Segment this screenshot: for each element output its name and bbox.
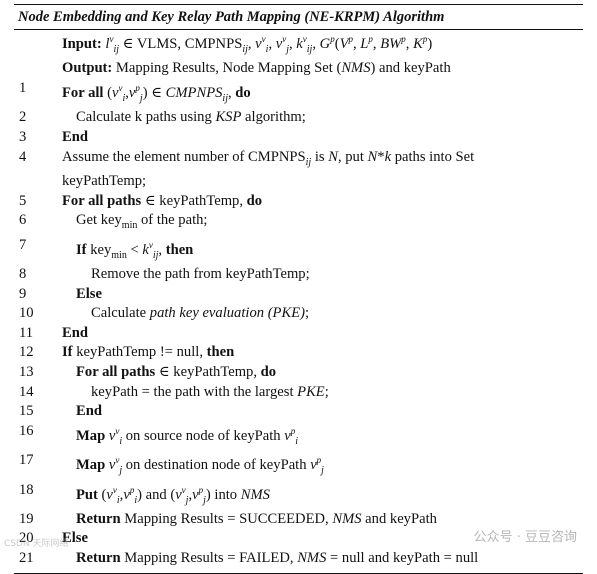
- line-number: 15: [19, 403, 34, 420]
- line-text: Else: [76, 285, 102, 302]
- line-text: Put (vvi,vpi) and (vvj,vpj) into NMS: [76, 484, 270, 506]
- line-text: End: [76, 403, 102, 420]
- algorithm-line-15: 15 End: [14, 402, 583, 422]
- input-text: Input: lvij ∈ VLMS, CMPNPSij, vvi, vvj, …: [62, 34, 433, 55]
- algorithm-line-16: 16 Map vvi on source node of keyPath vpi: [14, 422, 583, 451]
- output-text: Output: Mapping Results, Node Mapping Se…: [62, 60, 451, 77]
- line-text: Map vvi on source node of keyPath vpi: [76, 425, 298, 447]
- algorithm-line-2: 2 Calculate k paths using KSP algorithm;: [14, 108, 583, 128]
- line-number: 16: [19, 422, 34, 439]
- algorithm-line-5: 5 For all paths ∈ keyPathTemp, do: [14, 192, 583, 212]
- line-text: keyPath = the path with the largest PKE;: [91, 383, 329, 400]
- algorithm-line-20: 20 Else: [14, 529, 583, 549]
- algorithm-line-21: 21 Return Mapping Results = FAILED, NMS =…: [14, 549, 583, 569]
- algorithm-block: Node Embedding and Key Relay Path Mappin…: [14, 4, 583, 574]
- line-text: If keymin < kvij, then: [76, 239, 194, 261]
- line-text: End: [62, 324, 88, 341]
- algorithm-line-19: 19 Return Mapping Results = SUCCEEDED, NM…: [14, 510, 583, 530]
- line-text: End: [62, 128, 88, 145]
- line-text: Get keymin of the path;: [76, 212, 208, 232]
- line-number: 14: [19, 383, 34, 400]
- line-number: 19: [19, 510, 34, 527]
- line-number: 6: [19, 212, 27, 229]
- line-number: 8: [19, 266, 27, 283]
- algorithm-line-7: 7 If keymin < kvij, then: [14, 236, 583, 265]
- line-text: Return Mapping Results = SUCCEEDED, NMS …: [76, 510, 437, 527]
- line-number: 10: [19, 305, 34, 322]
- line-number: 2: [19, 109, 27, 126]
- line-number: 4: [19, 148, 27, 165]
- line-text: Return Mapping Results = FAILED, NMS = n…: [76, 550, 479, 567]
- algorithm-line-12: 12 If keyPathTemp != null, then: [14, 343, 583, 363]
- algorithm-line-11: 11 End: [14, 324, 583, 344]
- algorithm-line-17: 17 Map vvj on destination node of keyPath…: [14, 451, 583, 480]
- watermark-left: CSDN 天际网络: [4, 539, 69, 549]
- line-number: 7: [19, 236, 27, 253]
- algorithm-line-18: 18 Put (vvi,vpi) and (vvj,vpj) into NMS: [14, 481, 583, 510]
- algorithm-line-10: 10 Calculate path key evaluation (PKE);: [14, 304, 583, 324]
- line-number: 17: [19, 452, 34, 469]
- line-number: 18: [19, 481, 34, 498]
- line-text: For all (vvi,vpj) ∈ CMPNPSij, do: [62, 82, 251, 104]
- line-number: 1: [19, 79, 27, 96]
- algorithm-line-9: 9 Else: [14, 285, 583, 305]
- algorithm-line-6: 6 Get keymin of the path;: [14, 211, 583, 236]
- top-rule: [14, 4, 583, 5]
- watermark: 公众号 · 豆豆咨询: [473, 530, 577, 545]
- line-text: If keyPathTemp != null, then: [62, 344, 235, 361]
- line-number: 13: [19, 364, 34, 381]
- line-text: Calculate k paths using KSP algorithm;: [76, 109, 306, 126]
- output-line: Output: Mapping Results, Node Mapping Se…: [14, 59, 583, 79]
- algorithm-line-3: 3 End: [14, 128, 583, 148]
- algorithm-line-14: 14 keyPath = the path with the largest PK…: [14, 383, 583, 403]
- line-text: Assume the element number of CMPNPSij is…: [62, 148, 475, 190]
- algorithm-line-1: 1 For all (vvi,vpj) ∈ CMPNPSij, do: [14, 79, 583, 108]
- algorithm-line-8: 8 Remove the path from keyPathTemp;: [14, 265, 583, 285]
- line-text: Else: [62, 530, 88, 547]
- algorithm-line-13: 13 For all paths ∈ keyPathTemp, do: [14, 363, 583, 383]
- line-text: For all paths ∈ keyPathTemp, do: [62, 192, 263, 209]
- line-text: For all paths ∈ keyPathTemp, do: [76, 364, 277, 381]
- line-number: 3: [19, 128, 27, 145]
- algorithm-title: Node Embedding and Key Relay Path Mappin…: [18, 9, 445, 25]
- algorithm-line-4: 4 Assume the element number of CMPNPSij i…: [14, 148, 583, 192]
- input-line: Input: lvij ∈ VLMS, CMPNPSij, vvi, vvj, …: [14, 30, 583, 59]
- line-number: 5: [19, 192, 27, 209]
- line-number: 9: [19, 285, 27, 302]
- line-text: Remove the path from keyPathTemp;: [91, 266, 310, 283]
- line-number: 11: [19, 324, 34, 341]
- line-number: 20: [19, 530, 34, 547]
- title-rule: [14, 29, 583, 30]
- line-text: Calculate path key evaluation (PKE);: [91, 305, 310, 322]
- line-number: 21: [19, 550, 34, 567]
- line-number: 12: [19, 344, 34, 361]
- line-text: Map vvj on destination node of keyPath v…: [76, 455, 324, 476]
